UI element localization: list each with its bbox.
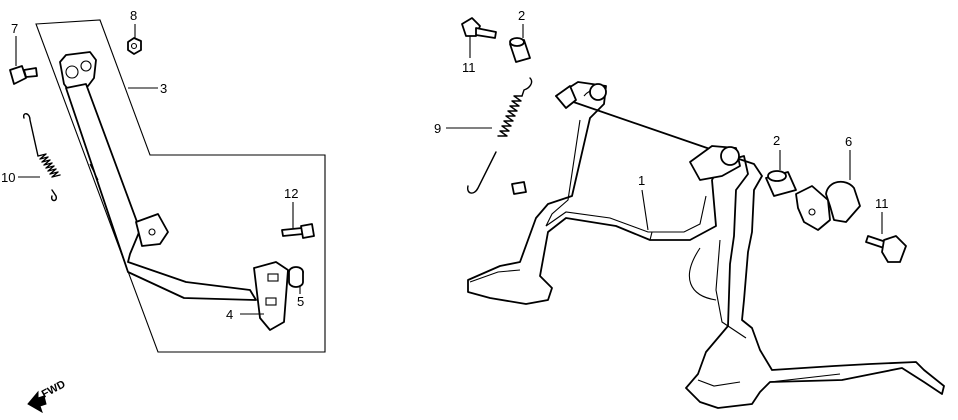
- part-11-bolt-top: [461, 17, 497, 58]
- side-stand-group-outline: [35, 19, 326, 353]
- callout-11-right: 11: [875, 196, 889, 211]
- part-11-bolt-right: [865, 212, 907, 263]
- part-10-side-stand-spring: [18, 113, 61, 202]
- callout-9: 9: [434, 121, 441, 136]
- callout-1: 1: [638, 173, 645, 188]
- callout-10: 10: [1, 170, 15, 185]
- callout-12: 12: [284, 186, 298, 201]
- part-3-side-stand: [59, 51, 257, 301]
- part-9-main-stand-spring: [446, 77, 533, 194]
- part-1-main-stand: [467, 81, 945, 409]
- part-7-pivot-bolt: [9, 36, 38, 85]
- fwd-label: FWD: [40, 378, 68, 400]
- callout-2-right: 2: [773, 133, 780, 148]
- part-5-collar: [288, 266, 304, 294]
- callout-6: 6: [845, 134, 852, 149]
- callout-7: 7: [11, 21, 18, 36]
- part-2-collar-top: [509, 24, 531, 63]
- callout-8: 8: [130, 8, 137, 23]
- part-12-bolt: [281, 202, 315, 239]
- part-8-nut: [127, 24, 142, 55]
- callout-2-top: 2: [518, 8, 525, 23]
- callout-5: 5: [297, 294, 304, 309]
- part-4-rubber-pad: [240, 261, 289, 331]
- part-2-collar-right: [765, 150, 797, 197]
- callout-11-top: 11: [462, 60, 476, 75]
- fwd-arrow-icon: FWD: [27, 378, 68, 414]
- callout-3: 3: [160, 81, 167, 96]
- part-6-stopper-bracket: [795, 150, 861, 231]
- callout-4: 4: [226, 307, 233, 322]
